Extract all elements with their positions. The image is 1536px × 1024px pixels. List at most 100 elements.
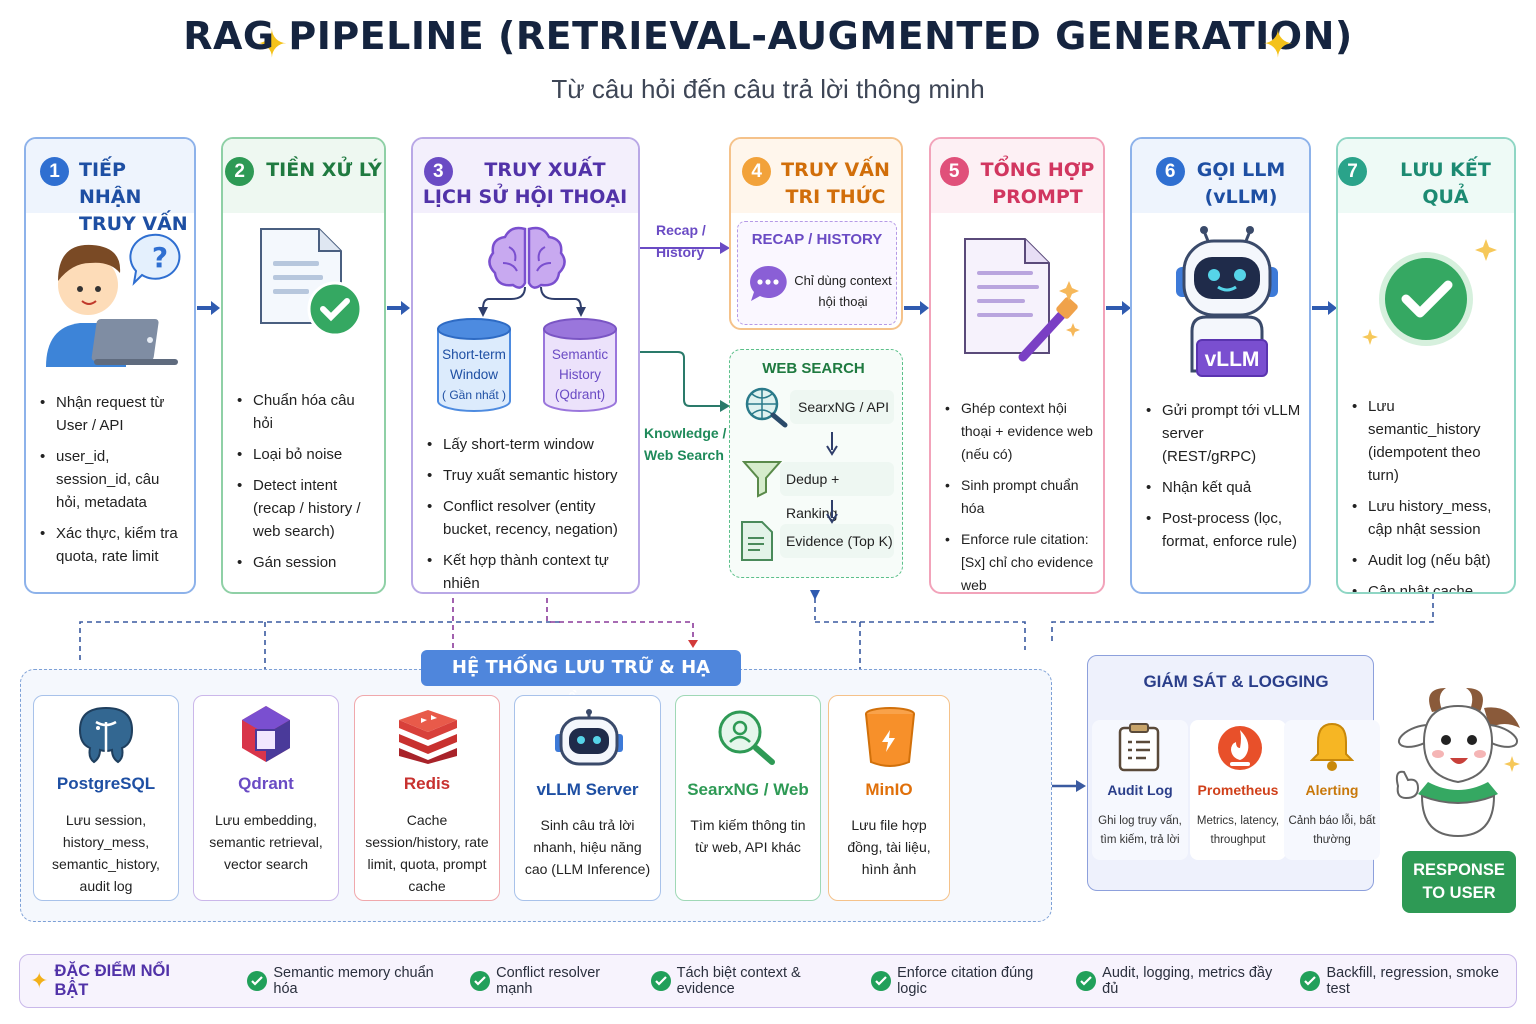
list-item: Nhận kết quả: [1144, 476, 1301, 499]
stage-4-card: 4 TRUY VẤN TRI THỨC RECAP / HISTORY Chỉ …: [729, 137, 903, 330]
flow-arrow: [1052, 780, 1086, 792]
check-circle-icon: [1362, 239, 1497, 346]
stage-title: (vLLM): [1204, 186, 1278, 208]
document-check-icon: [260, 228, 363, 337]
stage-title: TỔNG HỢP: [980, 159, 1095, 181]
clipboard-icon: [1118, 723, 1160, 772]
sparkle-icon: ✦: [1262, 24, 1294, 66]
check-icon: [1076, 971, 1097, 991]
step-number: 5: [939, 157, 969, 186]
feature-item: Enforce citation đúng logic: [871, 965, 1058, 997]
flow-arrow: [1312, 301, 1337, 315]
feature-item: Conflict resolver mạnh: [470, 965, 632, 997]
db-label: Short-term Window: [442, 347, 506, 382]
chat-bubble-icon: [750, 265, 787, 301]
list-item: Nhận request từ User / API: [38, 391, 186, 437]
storage-desc: Lưu file hợp đồng, tài liệu, hình ảnh: [847, 817, 931, 877]
features-title: ĐẶC ĐIỂM NỔI BẬT: [54, 962, 170, 999]
feature-label: Backfill, regression, smoke test: [1326, 965, 1499, 997]
feature-item: Audit, logging, metrics đầy đủ: [1076, 965, 1282, 997]
feature-item: Semantic memory chuẩn hóa: [247, 965, 452, 997]
feature-label: Semantic memory chuẩn hóa: [273, 965, 434, 997]
qdrant-icon: [242, 706, 290, 762]
stage-3-card: 3 TRUY XUẤT LỊCH SỬ HỘI THOẠI Short-term…: [411, 137, 640, 594]
step-number: 1: [40, 157, 69, 186]
web-search-box: WEB SEARCH SearxNG / API Dedup + Ranking…: [729, 349, 903, 578]
vllm-badge: vLLM: [1196, 339, 1268, 377]
document-icon: [741, 521, 773, 561]
monitor-card-audit-log: Audit Log Ghi log truy vấn, tìm kiếm, tr…: [1092, 720, 1188, 860]
storage-desc: Lưu session, history_mess, semantic_hist…: [52, 812, 160, 894]
stage-title: TRUY VẤN: [79, 213, 188, 235]
flow-arrow: [904, 301, 929, 315]
list-item: Enforce rule citation: [Sx] chỉ cho evid…: [943, 528, 1095, 592]
check-icon: [650, 971, 671, 991]
list-item: Audit log (nếu bật): [1350, 549, 1506, 572]
list-item: Sinh prompt chuẩn hóa: [943, 474, 1095, 520]
monitor-desc: Metrics, latency, throughput: [1196, 815, 1280, 846]
search-globe-icon: [718, 710, 775, 765]
storage-name: PostgreSQL: [56, 774, 156, 793]
feature-label: Conflict resolver mạnh: [496, 965, 601, 997]
storage-name: vLLM Server: [536, 780, 639, 799]
stage-5-card: 5 TỔNG HỢP PROMPT Ghép context hội thoại…: [929, 137, 1105, 594]
storage-card-redis: Redis Cache session/history, rate limit,…: [354, 695, 500, 901]
stage-title: TIỀN XỬ LÝ: [266, 159, 382, 181]
list-item: Detect intent (recap / history / web sea…: [235, 474, 376, 543]
list-item: Kết hợp thành context tự nhiên: [425, 549, 630, 592]
recap-text: Chỉ dùng context hội thoại: [794, 273, 892, 309]
storage-desc: Sinh câu trả lời nhanh, hiệu năng cao (L…: [524, 817, 651, 877]
storage-title: HỆ THỐNG LƯU TRỮ & HẠ TẦNG: [421, 650, 741, 714]
funnel-icon: [742, 461, 782, 498]
stage-title: TRUY XUẤT: [484, 159, 606, 181]
response-label: TO USER: [1422, 884, 1496, 902]
branch-arrows: [478, 286, 586, 317]
stage-2-card: 2 TIỀN XỬ LÝ Chuẩn hóa câu hỏi Loại bỏ n…: [221, 137, 386, 594]
bucket-icon: [865, 707, 915, 767]
list-item: Ghép context hội thoại + evidence web (n…: [943, 397, 1095, 466]
storage-card-searxng: SearxNG / Web Tìm kiếm thông tin từ web,…: [675, 695, 821, 901]
storage-desc: Lưu embedding, semantic retrieval, vecto…: [209, 812, 323, 872]
step-number: 3: [423, 157, 453, 186]
step-number: 4: [742, 157, 772, 186]
list-item: user_id, session_id, câu hỏi, metadata: [38, 445, 186, 514]
storage-card-minio: MinIO Lưu file hợp đồng, tài liệu, hình …: [828, 695, 950, 901]
prompt-document-icon: [964, 238, 1080, 362]
list-item: Lưu history_mess, cập nhật session: [1350, 495, 1506, 541]
svg-text:?: ?: [152, 241, 168, 274]
check-icon: [871, 971, 892, 991]
monitor-name: Prometheus: [1197, 782, 1279, 798]
storage-desc: Cache session/history, rate limit, quota…: [365, 812, 489, 894]
feature-item: Tách biệt context & evidence: [650, 965, 853, 997]
feature-label: Enforce citation đúng logic: [897, 965, 1034, 997]
user-laptop-icon: ?: [46, 233, 181, 367]
response-label: RESPONSE: [1413, 861, 1505, 879]
storage-desc: Tìm kiếm thông tin từ web, API khác: [690, 817, 806, 855]
feature-item: Backfill, regression, smoke test: [1300, 965, 1516, 997]
step-number: 6: [1155, 157, 1185, 186]
check-icon: [470, 971, 491, 991]
stage-title: LƯU KẾT QUẢ: [1400, 159, 1491, 208]
stage-title: TRUY VẤN: [781, 159, 890, 181]
storage-card-qdrant: Qdrant Lưu embedding, semantic retrieval…: [193, 695, 339, 901]
sparkle-icon: ✦: [256, 24, 288, 66]
brain-icon: [488, 226, 566, 289]
web-search-title: WEB SEARCH: [762, 360, 865, 377]
list-item: Gửi prompt tới vLLM server (REST/gRPC): [1144, 399, 1301, 468]
flow-arrow: [1106, 301, 1131, 315]
monitoring-title: GIÁM SÁT & LOGGING: [1143, 672, 1329, 691]
db-label: Semantic History: [551, 347, 609, 382]
stage-7-card: 7 LƯU KẾT QUẢ Lưu semantic_history (idem…: [1336, 137, 1516, 594]
list-item: Chuẩn hóa câu hỏi: [235, 389, 376, 435]
web-step: SearxNG / API: [790, 390, 894, 424]
stage-title: PROMPT: [992, 186, 1083, 208]
storage-name: SearxNG / Web: [687, 780, 809, 799]
monitor-card-alerting: Alerting Cảnh báo lỗi, bất thường: [1284, 720, 1380, 860]
feature-label: Audit, logging, metrics đầy đủ: [1102, 965, 1273, 997]
monitor-name: Audit Log: [1107, 782, 1173, 798]
recap-title: RECAP / HISTORY: [751, 231, 883, 248]
monitor-name: Alerting: [1305, 782, 1359, 798]
response-to-user-button[interactable]: RESPONSE TO USER: [1402, 851, 1516, 913]
step-number: 7: [1338, 157, 1367, 186]
robot-icon: [555, 709, 623, 766]
